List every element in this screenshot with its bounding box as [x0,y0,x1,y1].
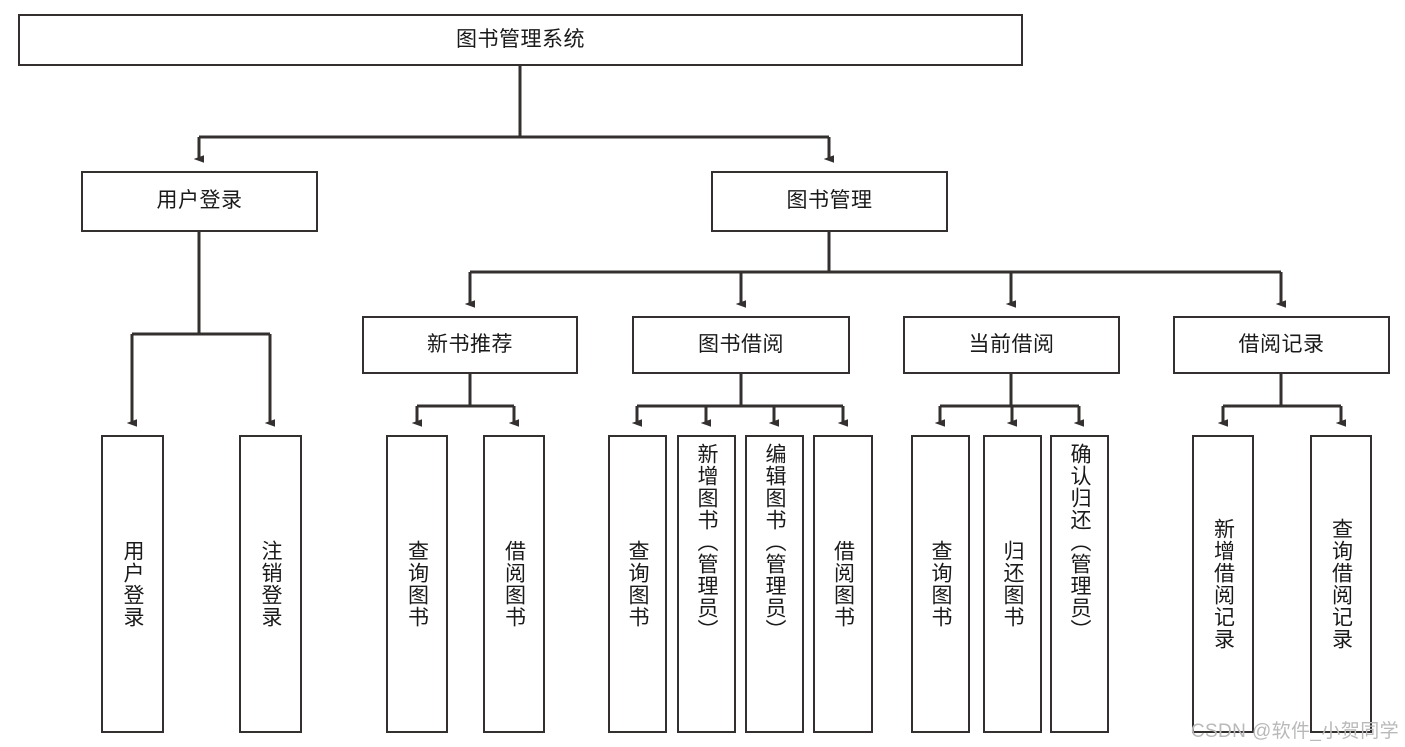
node-new-book-recommend-label: 新书推荐 [427,332,513,356]
node-leaf-user-logout-label: 注销登录 [259,540,282,628]
node-leaf-return-book[interactable]: 归还图书 [983,435,1042,733]
node-book-borrow-label: 图书借阅 [698,332,784,356]
watermark-text: CSDN @软件_小贺同学 [1190,721,1399,742]
node-leaf-edit-book-label: 编辑图书（管理员） [763,443,786,641]
node-root-label: 图书管理系统 [456,27,585,51]
node-borrow-record[interactable]: 借阅记录 [1173,316,1390,374]
node-leaf-query-book-1-label: 查询图书 [405,540,429,628]
node-leaf-query-record-label: 查询借阅记录 [1329,518,1353,650]
node-leaf-add-book[interactable]: 新增图书（管理员） [677,435,736,733]
node-book-borrow[interactable]: 图书借阅 [632,316,850,374]
node-leaf-edit-book[interactable]: 编辑图书（管理员） [745,435,804,733]
node-leaf-borrow-book-2-label: 借阅图书 [831,540,855,628]
node-leaf-query-book-2[interactable]: 查询图书 [608,435,667,733]
node-user-login[interactable]: 用户登录 [81,171,318,232]
node-borrow-record-label: 借阅记录 [1238,332,1325,356]
node-leaf-query-record[interactable]: 查询借阅记录 [1310,435,1372,733]
node-root[interactable]: 图书管理系统 [18,14,1023,66]
node-leaf-query-book-3-label: 查询图书 [929,540,952,628]
node-leaf-user-logout[interactable]: 注销登录 [239,435,302,733]
node-leaf-user-login[interactable]: 用户登录 [101,435,164,733]
node-leaf-query-book-1[interactable]: 查询图书 [386,435,448,733]
node-leaf-confirm-return-label: 确认归还（管理员） [1068,443,1091,641]
node-leaf-confirm-return[interactable]: 确认归还（管理员） [1050,435,1109,733]
node-current-borrow-label: 当前借阅 [968,332,1055,356]
node-leaf-borrow-book-2[interactable]: 借阅图书 [813,435,873,733]
node-leaf-borrow-book-1-label: 借阅图书 [502,540,526,628]
node-leaf-add-book-label: 新增图书（管理员） [695,443,718,641]
node-book-manage[interactable]: 图书管理 [711,171,948,232]
node-leaf-query-book-2-label: 查询图书 [626,540,649,628]
node-new-book-recommend[interactable]: 新书推荐 [362,316,578,374]
node-leaf-add-record-label: 新增借阅记录 [1211,518,1235,650]
node-leaf-query-book-3[interactable]: 查询图书 [911,435,970,733]
node-book-manage-label: 图书管理 [786,189,873,213]
node-leaf-user-login-label: 用户登录 [121,540,144,628]
node-leaf-return-book-label: 归还图书 [1001,540,1024,628]
node-current-borrow[interactable]: 当前借阅 [903,316,1120,374]
node-leaf-add-record[interactable]: 新增借阅记录 [1192,435,1254,733]
node-user-login-label: 用户登录 [156,189,243,213]
node-leaf-borrow-book-1[interactable]: 借阅图书 [483,435,545,733]
